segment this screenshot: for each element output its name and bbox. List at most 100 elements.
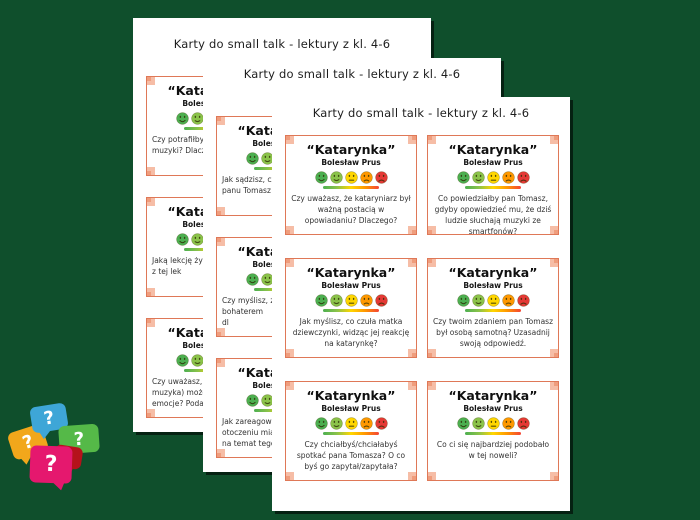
card-question-line: otoczeniu mia — [222, 427, 275, 437]
happy-face — [260, 152, 274, 165]
neutral-face — [344, 171, 358, 184]
card-question: Jak myślisz, co czuła matka dziewczynki,… — [292, 317, 410, 348]
card-grid: “Katarynka” Bolesław Prus Czy uważasz, ż… — [285, 135, 559, 481]
unhappy-face — [501, 294, 515, 307]
happy-face — [329, 294, 343, 307]
unhappy-face — [501, 417, 515, 430]
question-mark: ? — [42, 406, 56, 430]
card-question: Czy potrafiłbyś/po muzyki? Dlaczego t — [147, 135, 277, 157]
emoji-scale — [286, 417, 416, 430]
card-author: Bolesław Prus — [463, 158, 523, 167]
emoji-scale — [428, 417, 558, 430]
neutral-face — [344, 294, 358, 307]
very-happy-face — [175, 112, 189, 125]
emoji-scale — [286, 294, 416, 307]
angry-face — [516, 171, 530, 184]
very-happy-face — [175, 233, 189, 246]
very-happy-face — [456, 417, 470, 430]
page-title: Karty do small talk - lektury z kl. 4-6 — [173, 37, 391, 51]
card-question-line: na temat tego — [222, 438, 276, 448]
unhappy-face — [501, 171, 515, 184]
rating-gradient-bar — [465, 309, 521, 312]
card-question-line: emocje? Poda — [152, 398, 204, 408]
card-question-line: panu Tomasz — [222, 185, 271, 195]
card-question-line: muzyka) może wp — [152, 387, 221, 397]
emoji-scale — [428, 171, 558, 184]
card-question-line: Jaką lekcję życiow — [152, 256, 220, 265]
happy-face — [190, 233, 204, 246]
question-card: “Katarynka” Bolesław Prus Co ci się najb… — [427, 381, 559, 481]
very-happy-face — [245, 152, 259, 165]
happy-face — [471, 171, 485, 184]
card-author: Bolesław Prus — [321, 404, 381, 413]
question-bubbles-logo: ? ? ? ? — [6, 396, 116, 514]
neutral-face — [486, 294, 500, 307]
neutral-face — [486, 171, 500, 184]
card-title: “Katarynka” — [448, 388, 538, 403]
card-question-line: dl — [222, 317, 229, 327]
page-title: Karty do small talk - lektury z kl. 4-6 — [312, 106, 530, 120]
happy-face — [260, 394, 274, 407]
card-question-line: Jak zareagowa — [222, 417, 277, 426]
very-happy-face — [245, 273, 259, 286]
card-question: Czy chciałbyś/chciałabyś spotkać pana To… — [296, 440, 406, 471]
card-question-line: Czy uważasz, ż — [152, 377, 209, 386]
neutral-face — [486, 417, 500, 430]
card-author: Bolesław Prus — [321, 281, 381, 290]
card-question: Jak zareagowa otoczeniu mia na temat teg… — [217, 417, 347, 450]
speech-bubble-pink: ? — [29, 445, 73, 483]
happy-face — [329, 171, 343, 184]
question-card: “Katarynka” Bolesław Prus Jak myślisz, c… — [285, 258, 417, 358]
card-question-line: Czy myślisz, ż — [222, 296, 275, 305]
page-title: Karty do small talk - lektury z kl. 4-6 — [243, 67, 461, 81]
very-happy-face — [456, 294, 470, 307]
very-happy-face — [314, 417, 328, 430]
rating-gradient-bar — [323, 309, 379, 312]
happy-face — [190, 354, 204, 367]
rating-gradient-bar — [323, 186, 379, 189]
card-question-line: Czy potrafiłbyś/po — [152, 135, 220, 144]
angry-face — [374, 417, 388, 430]
card-title: “Katarynka” — [306, 388, 396, 403]
card-question: Jaką lekcję życiow z tej lek — [147, 256, 277, 278]
unhappy-face — [359, 417, 373, 430]
emoji-scale — [286, 171, 416, 184]
very-happy-face — [175, 354, 189, 367]
rating-gradient-bar — [323, 432, 379, 435]
card-author: Bolesław Prus — [463, 281, 523, 290]
question-card: “Katarynka” Bolesław Prus Czy uważasz, ż… — [285, 135, 417, 235]
card-question-line: z tej lek — [152, 266, 182, 276]
card-question-line: muzyki? Dlaczego t — [152, 145, 226, 155]
rating-gradient-bar — [465, 186, 521, 189]
angry-face — [516, 294, 530, 307]
happy-face — [329, 417, 343, 430]
angry-face — [374, 294, 388, 307]
very-happy-face — [456, 171, 470, 184]
very-happy-face — [314, 294, 328, 307]
happy-face — [471, 417, 485, 430]
angry-face — [374, 171, 388, 184]
card-author: Bolesław Prus — [321, 158, 381, 167]
very-happy-face — [314, 171, 328, 184]
question-mark: ? — [44, 451, 58, 478]
card-question: Jak sądzisz, cz panu Tomasz — [217, 175, 347, 197]
worksheet-page-front: Karty do small talk - lektury z kl. 4-6 … — [272, 97, 570, 511]
rating-gradient-bar — [465, 432, 521, 435]
card-question: Czy myślisz, ż bohaterem dl — [217, 296, 347, 329]
bubble-tail — [52, 482, 64, 490]
happy-face — [471, 294, 485, 307]
card-question: Co powiedziałby pan Tomasz, gdyby opowie… — [434, 194, 552, 236]
card-question-line: Jak sądzisz, cz — [222, 175, 276, 184]
neutral-face — [344, 417, 358, 430]
card-author: Bolesław Prus — [463, 404, 523, 413]
card-question: Czy uważasz, że kataryniarz był ważną po… — [291, 194, 411, 225]
card-question: Czy twoim zdaniem pan Tomasz był osobą s… — [433, 317, 554, 348]
card-title: “Katarynka” — [448, 142, 538, 157]
very-happy-face — [245, 394, 259, 407]
card-question: Czy uważasz, ż muzyka) może wp emocje? P… — [147, 377, 277, 410]
question-card: “Katarynka” Bolesław Prus Czy twoim zdan… — [427, 258, 559, 358]
emoji-scale — [428, 294, 558, 307]
card-title: “Katarynka” — [306, 142, 396, 157]
happy-face — [260, 273, 274, 286]
